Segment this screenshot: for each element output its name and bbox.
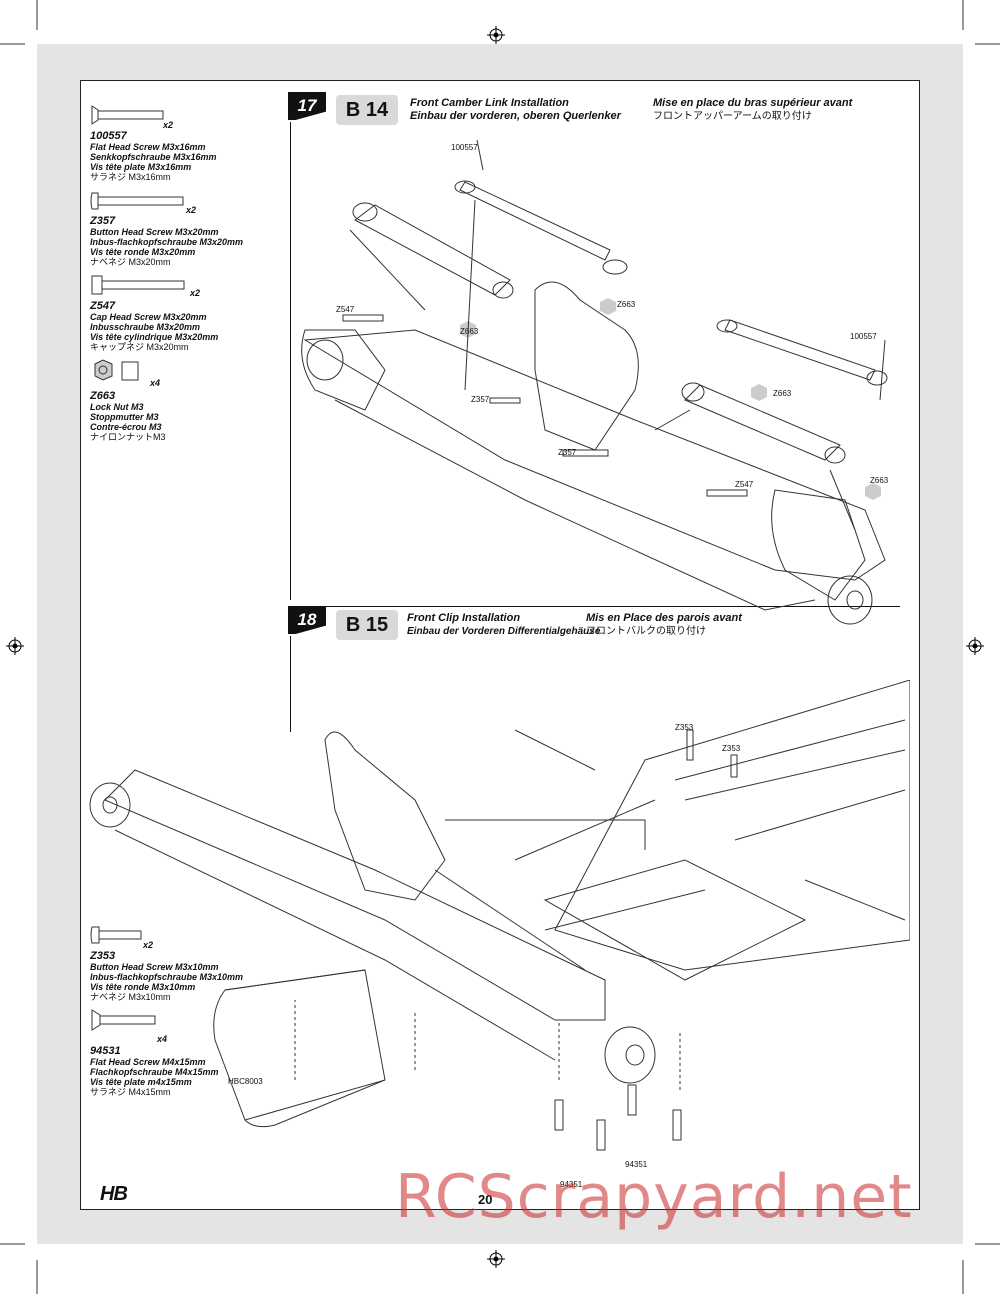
callout-label: Z547 xyxy=(735,480,754,489)
step-18-title: Front Clip Installation Einbau der Vorde… xyxy=(407,612,600,638)
step-18-title-fr: Mis en Place des parois avant xyxy=(586,612,742,624)
part-qty: x2 xyxy=(186,205,197,215)
callout-label: 100557 xyxy=(451,143,478,152)
step-18-top-rule xyxy=(290,606,900,607)
callout-label: Z357 xyxy=(558,448,577,457)
callout-label: Z663 xyxy=(870,476,889,485)
callout-label: Z357 xyxy=(471,395,490,404)
callout-label: 100557 xyxy=(850,332,877,341)
step-18-code: B 15 xyxy=(336,610,398,640)
step-18-divider xyxy=(290,636,291,732)
registration-mark-icon xyxy=(487,1250,505,1268)
hb-logo: HB xyxy=(100,1183,128,1205)
step-17-code: B 14 xyxy=(336,95,398,125)
part-94531: 94531 Flat Head Screw M4x15mm Flachkopfs… xyxy=(90,1045,219,1097)
step-18-title-de: Einbau der Vorderen Differentialgehäuse xyxy=(407,626,601,637)
registration-mark-icon xyxy=(6,637,24,655)
step-17-title-en: Front Camber Link Installation xyxy=(410,97,569,109)
watermark: RCScrapyard.net xyxy=(395,1162,913,1232)
step-17-title-alt: Mise en place du bras supérieur avant フロ… xyxy=(653,97,852,123)
callout-label: Z353 xyxy=(722,744,741,753)
part-qty: x2 xyxy=(143,940,154,950)
part-qty: x2 xyxy=(190,288,201,298)
part-qty: x2 xyxy=(163,120,174,130)
step-17-title-fr: Mise en place du bras supérieur avant xyxy=(653,97,853,109)
part-qty: x4 xyxy=(150,378,161,388)
callout-label: 94351 xyxy=(625,1160,648,1169)
registration-mark-icon xyxy=(966,637,984,655)
step-18-title-en: Front Clip Installation xyxy=(407,612,521,624)
part-z663: Z663 Lock Nut M3 Stoppmutter M3 Contre-é… xyxy=(90,390,166,442)
button-head-screw-icon xyxy=(90,926,142,944)
callout-label: Z547 xyxy=(336,305,355,314)
page-number: 20 xyxy=(478,1192,493,1207)
callout-label: Z663 xyxy=(617,300,636,309)
callout-label: 94351 xyxy=(560,1180,583,1189)
step-17-title-jp: フロントアッパーアームの取り付け xyxy=(653,111,812,122)
lock-nut-icon xyxy=(94,359,139,381)
callout-label: HBC8003 xyxy=(228,1077,263,1086)
step-18-title-alt: Mis en Place des parois avant フロントバルクの取り… xyxy=(586,612,742,638)
registration-mark-icon xyxy=(487,26,505,44)
part-z547: Z547 Cap Head Screw M3x20mm Inbusschraub… xyxy=(90,300,219,352)
step-17-title: Front Camber Link Installation Einbau de… xyxy=(410,97,621,123)
button-head-screw-icon xyxy=(90,192,184,210)
part-z353: Z353 Button Head Screw M3x10mm Inbus-fla… xyxy=(90,950,244,1002)
manual-page xyxy=(80,80,920,1210)
callout-label: Z663 xyxy=(773,389,792,398)
callout-label: Z663 xyxy=(460,327,479,336)
front-clip-installation-drawing xyxy=(89,680,910,1151)
flat-head-screw-icon xyxy=(91,1009,156,1031)
step-18-title-jp: フロントバルクの取り付け xyxy=(586,626,706,637)
front-camber-link-drawing xyxy=(301,139,888,625)
flat-head-screw-icon xyxy=(91,105,164,125)
part-z357: Z357 Button Head Screw M3x20mm Inbus-fla… xyxy=(90,215,244,267)
step-17-title-de: Einbau der vorderen, oberen Querlenker xyxy=(410,110,621,122)
callout-label: Z353 xyxy=(675,723,694,732)
part-100557: 100557 Flat Head Screw M3x16mm Senkkopfs… xyxy=(90,130,217,182)
step-17-divider xyxy=(290,122,291,600)
part-qty: x4 xyxy=(157,1034,168,1044)
cap-head-screw-icon xyxy=(91,275,185,295)
